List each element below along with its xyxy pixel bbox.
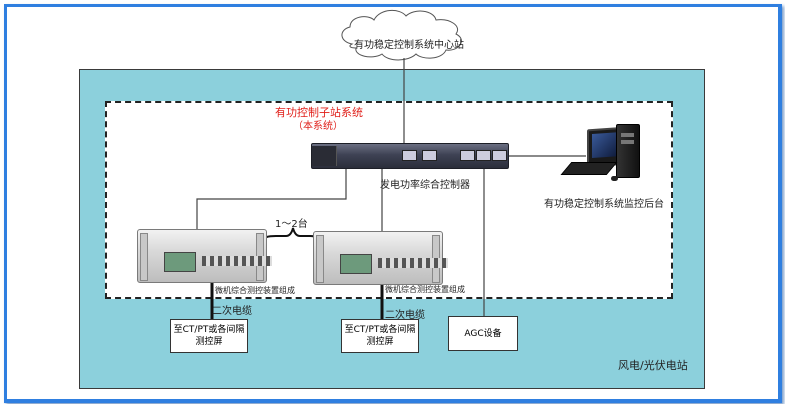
- right-device-label: 微机综合测控装置组成: [385, 285, 465, 294]
- right-ct-pt-box: 至CT/PT或各间隔测控屏: [341, 319, 419, 353]
- pc-tower-icon: [616, 124, 640, 178]
- power-controller-device: [311, 143, 509, 169]
- right-cable-label: 二次电缆: [385, 310, 425, 321]
- site-label: 风电/光伏电站: [618, 359, 688, 372]
- cloud-icon: [341, 10, 462, 61]
- pc-label: 有功稳定控制系统监控后台: [544, 199, 664, 210]
- subsystem-subtitle: （本系统）: [293, 121, 343, 132]
- left-device-label: 微机综合测控装置组成: [215, 286, 295, 295]
- left-ct-pt-box: 至CT/PT或各间隔测控屏: [170, 319, 248, 353]
- controller-label: 发电功率综合控制器: [380, 180, 470, 191]
- right-measurement-device: [313, 231, 448, 285]
- left-cable-label: 二次电缆: [212, 306, 252, 317]
- agc-box: AGC设备: [448, 316, 518, 351]
- mouse-icon: [611, 176, 618, 181]
- subsystem-title: 有功控制子站系统: [275, 106, 363, 119]
- count-label: 1～2台: [275, 219, 308, 230]
- cloud-label: 有功稳定控制系统中心站: [354, 40, 464, 51]
- left-measurement-device: [137, 229, 272, 283]
